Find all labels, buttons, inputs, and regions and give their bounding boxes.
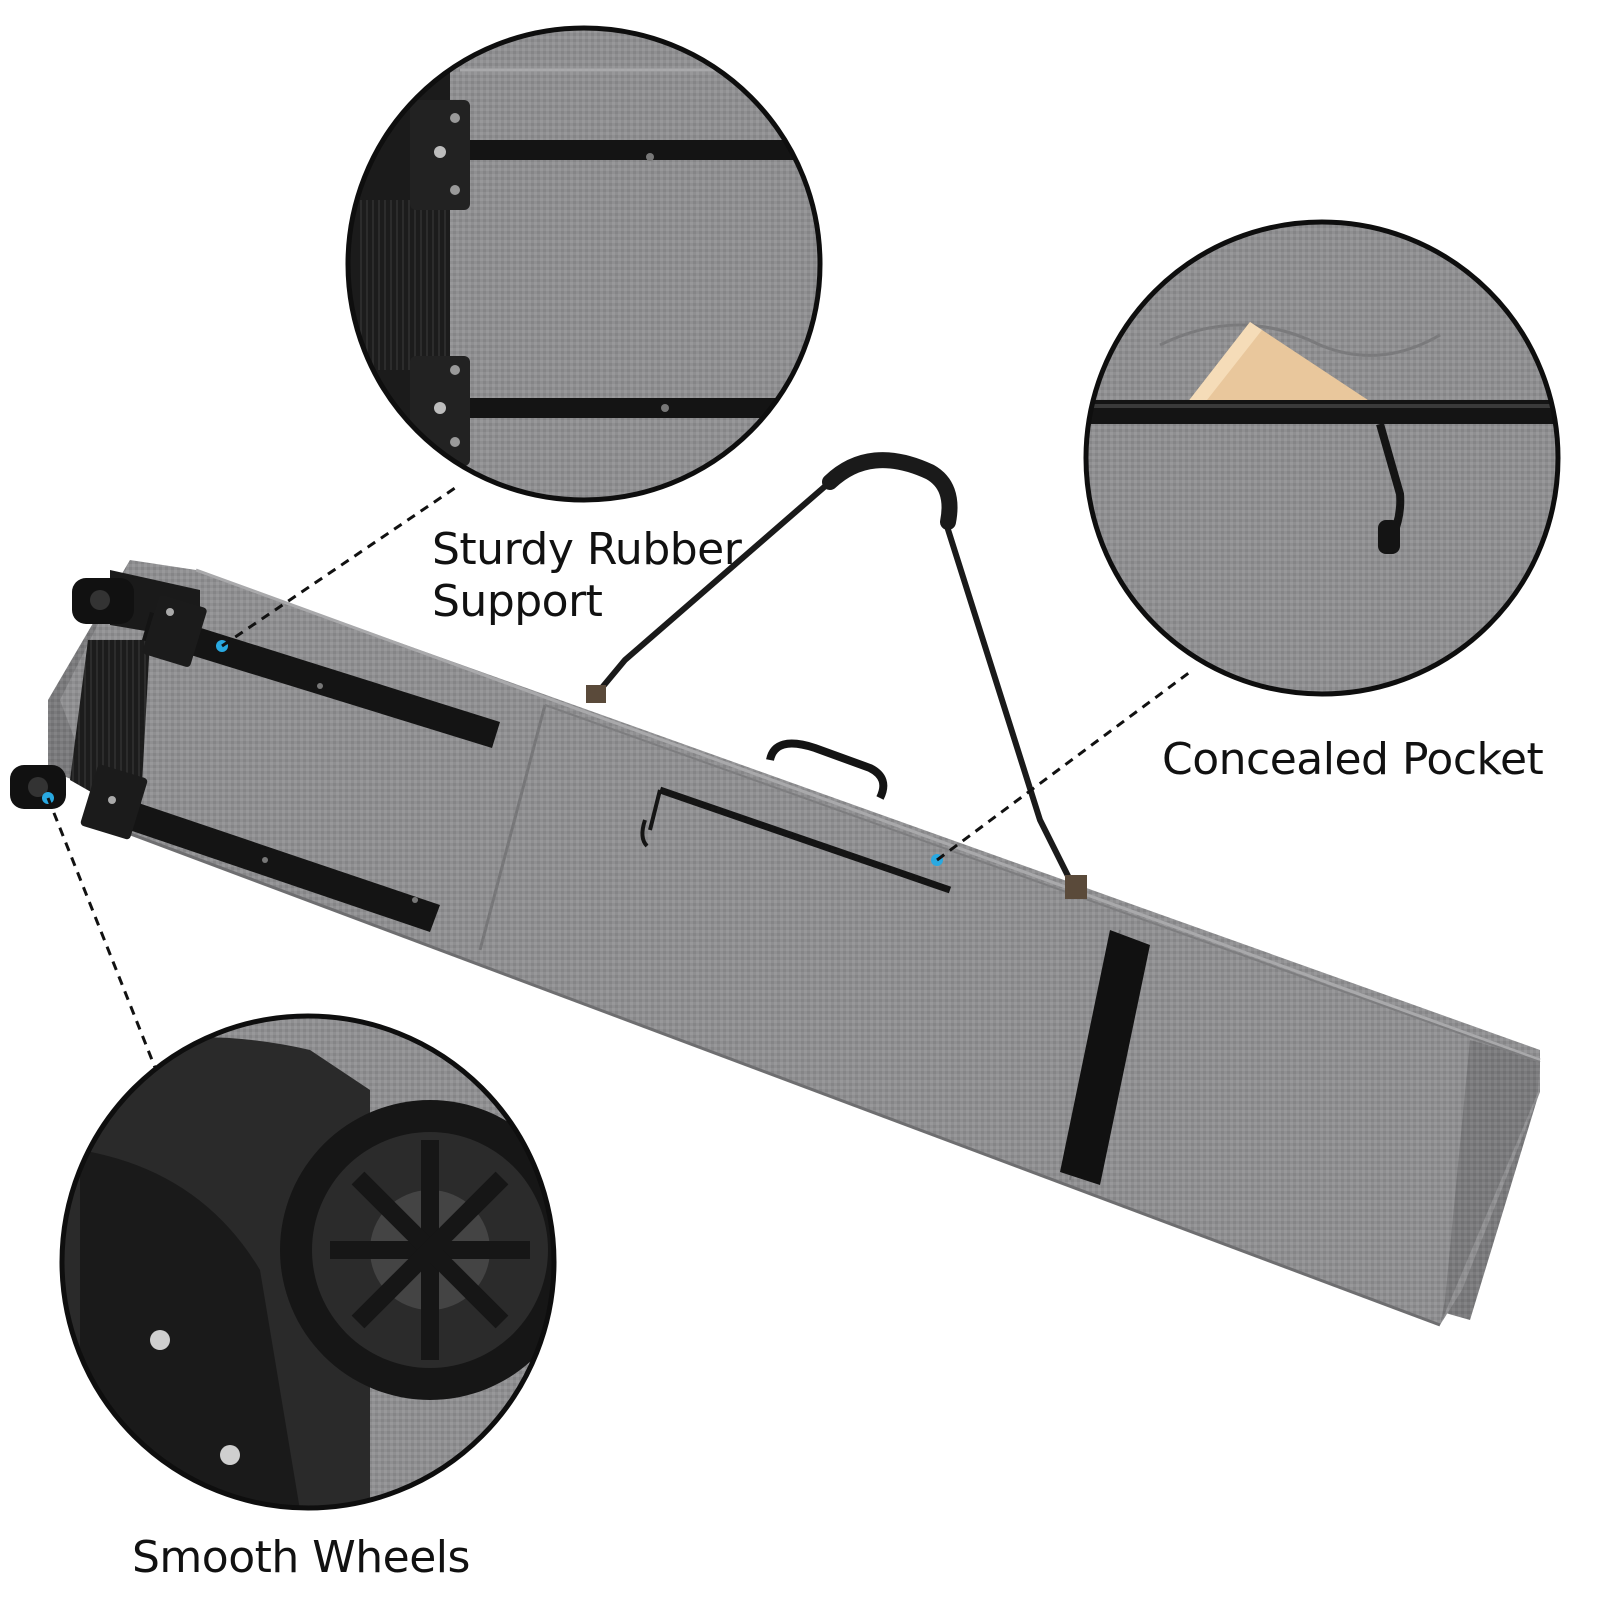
leader-wheels <box>46 797 160 1076</box>
leader-pocket <box>936 670 1191 862</box>
ski-bag <box>10 452 1541 1327</box>
callout-pocket-detail <box>1083 219 1561 697</box>
carry-handle <box>766 739 888 800</box>
callout-label-rubber-support: Sturdy Rubber Support <box>432 524 742 627</box>
rubber-rails <box>80 594 500 932</box>
leader-lines <box>46 486 1191 1076</box>
callout-wheels-detail <box>59 1013 557 1511</box>
callout-rubber-detail <box>345 25 823 503</box>
callout-label-concealed-pocket: Concealed Pocket <box>1162 734 1544 785</box>
phone <box>1180 322 1380 418</box>
compression-band <box>1060 930 1150 1185</box>
front-pocket-zipper <box>640 786 952 894</box>
bag-top-face <box>60 560 1540 1325</box>
callout-label-smooth-wheels: Smooth Wheels <box>132 1532 470 1583</box>
shoulder-strap <box>586 452 1087 899</box>
bag-end-face <box>1440 1040 1540 1325</box>
